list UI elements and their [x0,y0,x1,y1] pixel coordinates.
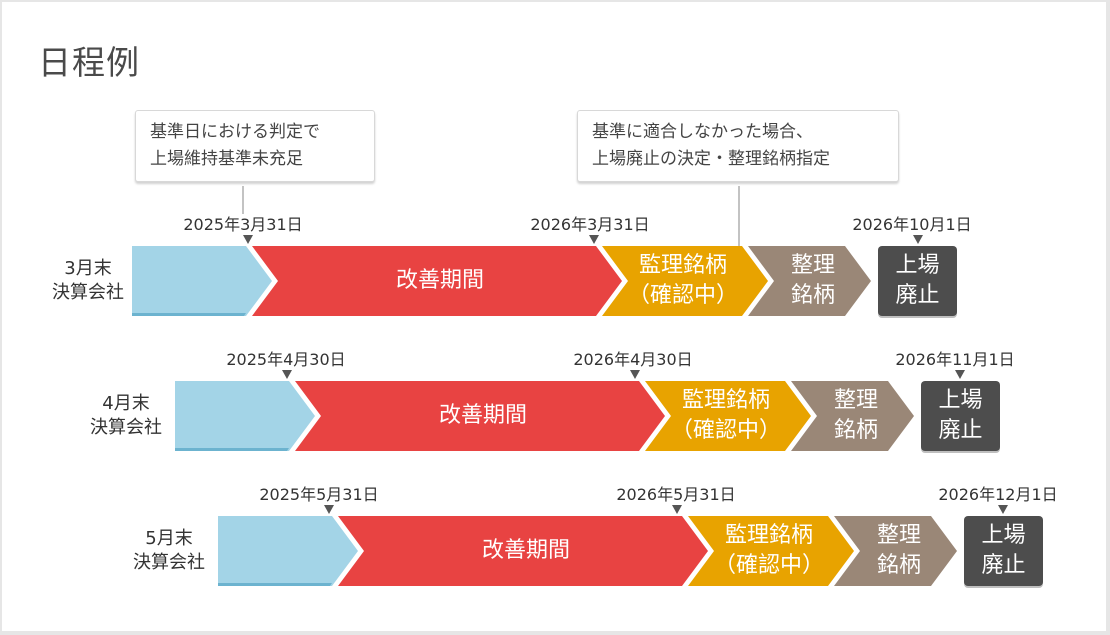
row-label-line2: 決算会社 [90,417,162,438]
date-marker-icon [913,235,923,244]
date-start: 2025年4月30日 [226,350,346,369]
pre-period-bar [218,516,358,586]
supervision-line1: 監理銘柄 [681,388,771,413]
date-review: 2026年4月30日 [573,350,693,369]
pre-period-bar [175,381,315,451]
liquidation-label: 整理 銘柄 [834,386,878,446]
supervision-line2: （確認中） [627,283,739,308]
row-label: 5月末 決算会社 [121,527,217,575]
supervision-line1: 監理銘柄 [638,253,728,278]
date-review: 2026年5月31日 [616,485,736,504]
delisting-line1: 上場 [895,253,940,278]
liquidation-line1: 整理 [876,523,922,548]
note-text-line1: 基準日における判定で [150,122,320,142]
date-start: 2025年5月31日 [259,485,379,504]
liquidation-line2: 銘柄 [876,553,922,578]
liquidation-line2: 銘柄 [833,418,879,443]
supervision-bar [602,246,768,316]
row-label-line1: 4月末 [102,393,150,414]
note-text-line1: 基準に適合しなかった場合、 [592,122,813,142]
improvement-period-bar [338,516,708,586]
date-marker-icon [589,235,599,244]
delisting-line1: 上場 [981,523,1026,548]
delisting-box: 上場 廃止 [878,246,957,316]
date-marker-icon [998,505,1008,514]
pre-period-bar [132,246,272,316]
note-text-line2: 上場維持基準未充足 [150,149,303,169]
date-review: 2026年3月31日 [530,215,650,234]
delisting-box: 上場 廃止 [964,516,1043,586]
improvement-label: 改善期間 [395,268,485,293]
liquidation-line1: 整理 [833,388,879,413]
date-delist: 2026年11月1日 [895,350,1015,369]
date-marker-icon [955,370,965,379]
liquidation-line1: 整理 [790,253,836,278]
supervision-label: 監理銘柄 （確認中） [628,251,738,311]
liquidation-label: 整理 銘柄 [877,521,921,581]
date-delist: 2026年12月1日 [938,485,1058,504]
improvement-period-bar [295,381,665,451]
timeline-row-1 [132,246,871,316]
row-label: 4月末 決算会社 [78,392,174,440]
liquidation-line2: 銘柄 [790,283,836,308]
delisting-line2: 廃止 [938,418,983,443]
date-marker-icon [243,235,253,244]
supervision-line1: 監理銘柄 [724,523,814,548]
row-label-line1: 5月末 [145,528,193,549]
page-title: 日程例 [38,43,140,82]
supervision-bar [645,381,811,451]
pre-period-edge [175,448,289,451]
pre-period-edge [132,313,246,316]
row-label-line1: 3月末 [64,258,112,279]
note-delisting-decision: 基準に適合しなかった場合、 上場廃止の決定・整理銘柄指定 [577,110,899,182]
improvement-label: 改善期間 [438,403,528,428]
liquidation-bar [834,516,957,586]
note-text-line2: 上場廃止の決定・整理銘柄指定 [592,149,830,169]
date-marker-icon [630,370,640,379]
supervision-line2: （確認中） [670,418,782,443]
supervision-bar [688,516,854,586]
improvement-period-bar [252,246,622,316]
connector-line [738,186,740,246]
timeline-row-3 [218,516,957,586]
timeline-row-2 [175,381,914,451]
note-criteria-unmet: 基準日における判定で 上場維持基準未充足 [135,110,375,182]
date-start: 2025年3月31日 [183,215,303,234]
delisting-line2: 廃止 [981,553,1026,578]
delisting-line2: 廃止 [895,283,940,308]
improvement-label: 改善期間 [481,538,571,563]
supervision-label: 監理銘柄 （確認中） [714,521,824,581]
liquidation-bar [748,246,871,316]
row-label-line2: 決算会社 [52,282,124,303]
supervision-line2: （確認中） [713,553,825,578]
delisting-box: 上場 廃止 [921,381,1000,451]
supervision-label: 監理銘柄 （確認中） [671,386,781,446]
row-label: 3月末 決算会社 [44,257,132,305]
date-delist: 2026年10月1日 [852,215,972,234]
liquidation-bar [791,381,914,451]
date-marker-icon [324,505,334,514]
row-label-line2: 決算会社 [133,552,205,573]
liquidation-label: 整理 銘柄 [791,251,835,311]
date-marker-icon [282,370,292,379]
pre-period-edge [218,583,332,586]
delisting-line1: 上場 [938,388,983,413]
date-marker-icon [672,505,682,514]
connector-line [242,186,244,214]
